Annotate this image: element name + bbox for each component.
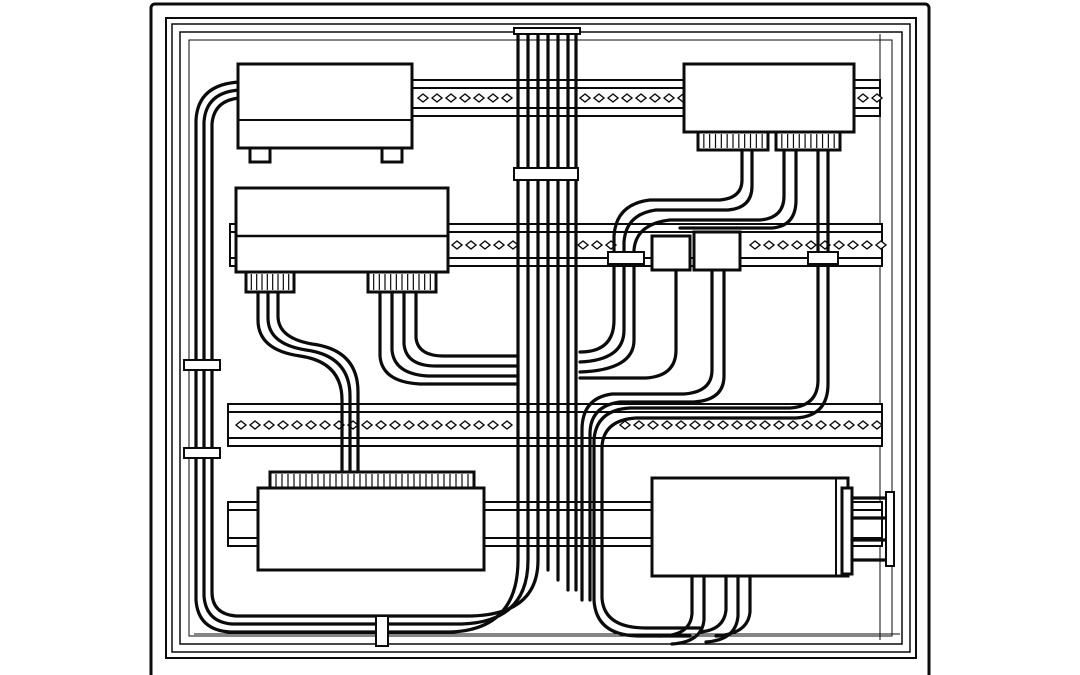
box-top-left: [236, 62, 414, 164]
rail-hole: [674, 420, 688, 430]
rail-hole: [730, 420, 744, 430]
rail-hole: [472, 420, 486, 430]
rail-hole: [762, 240, 776, 250]
rail-hole: [870, 93, 884, 103]
cable-tie-bottom: [375, 615, 389, 647]
vertical-cable-bundle: [194, 27, 581, 634]
rail-hole: [590, 240, 604, 250]
rail-hole: [576, 240, 590, 250]
rail-hole: [248, 420, 262, 430]
box-mid-left: [234, 186, 450, 294]
rail-hole: [648, 93, 662, 103]
rail-hole: [632, 420, 646, 430]
rail-hole: [402, 420, 416, 430]
cable-tie-left-lower: [183, 447, 221, 459]
rail-holes: [618, 420, 884, 430]
rail-holes: [748, 240, 888, 250]
rail-hole: [388, 420, 402, 430]
rail-hole: [800, 420, 814, 430]
terminal-block-pair: [578, 230, 742, 602]
rail-hole: [846, 240, 860, 250]
rail-hole: [828, 420, 842, 430]
rail-holes: [234, 420, 514, 430]
rail-hole: [618, 420, 632, 430]
rail-hole: [234, 420, 248, 430]
rail-hole: [304, 420, 318, 430]
rail-hole: [578, 93, 592, 103]
terminal-strip: [244, 270, 296, 294]
box-top-right: [682, 62, 856, 152]
rail-hole: [660, 420, 674, 430]
rail-hole: [592, 93, 606, 103]
rail-hole: [620, 93, 634, 103]
cable-tie-center: [513, 167, 579, 181]
rail-holes: [450, 240, 520, 250]
rail-hole: [646, 420, 660, 430]
rail-hole: [492, 240, 506, 250]
rail-hole: [472, 93, 486, 103]
rail-hole: [748, 240, 762, 250]
rail-hole: [478, 240, 492, 250]
rail-hole: [444, 93, 458, 103]
rail-hole: [374, 420, 388, 430]
rail-hole: [804, 240, 818, 250]
din-rail-3: [227, 403, 884, 447]
rail-hole: [776, 240, 790, 250]
rail-hole: [430, 420, 444, 430]
box-bottom-right: [650, 476, 895, 646]
box-bottom-left: [256, 470, 486, 572]
rail-hole: [486, 93, 500, 103]
rail-hole: [500, 93, 514, 103]
rail-hole: [860, 240, 874, 250]
rail-hole: [500, 420, 514, 430]
rail-hole: [416, 420, 430, 430]
terminal-strip: [696, 130, 770, 152]
rail-hole: [634, 93, 648, 103]
cable-tie-right-a: [607, 251, 645, 265]
rail-hole: [832, 240, 846, 250]
rail-hole: [870, 420, 884, 430]
rail-hole: [458, 420, 472, 430]
rail-hole: [606, 93, 620, 103]
rail-hole: [464, 240, 478, 250]
rail-hole: [842, 420, 856, 430]
rail-holes: [576, 240, 618, 250]
cables-mid-left: [256, 290, 520, 474]
rail-hole: [486, 420, 500, 430]
rail-hole: [360, 420, 374, 430]
rail-hole: [458, 93, 472, 103]
rail-hole: [662, 93, 676, 103]
rail-hole: [716, 420, 730, 430]
rail-hole: [416, 93, 430, 103]
rail-holes: [856, 93, 884, 103]
rail-hole: [444, 420, 458, 430]
rail-hole: [874, 240, 888, 250]
rail-holes: [578, 93, 690, 103]
terminal-strip: [774, 130, 842, 152]
rail-hole: [450, 240, 464, 250]
rail-hole: [856, 93, 870, 103]
rail-hole: [856, 420, 870, 430]
rail-holes: [416, 93, 514, 103]
rail-hole: [430, 93, 444, 103]
cables-top-right: [578, 148, 839, 638]
rail-hole: [758, 420, 772, 430]
terminal-strip: [366, 270, 438, 294]
cable-tie-left-upper: [183, 359, 221, 371]
rail-hole: [688, 420, 702, 430]
rail-hole: [290, 420, 304, 430]
rail-hole: [318, 420, 332, 430]
rail-hole: [790, 240, 804, 250]
rail-hole: [276, 420, 290, 430]
rail-hole: [786, 420, 800, 430]
cable-tie-right-b: [807, 251, 839, 265]
rail-hole: [772, 420, 786, 430]
rail-hole: [814, 420, 828, 430]
rail-hole: [744, 420, 758, 430]
rail-hole: [262, 420, 276, 430]
rail-hole: [702, 420, 716, 430]
